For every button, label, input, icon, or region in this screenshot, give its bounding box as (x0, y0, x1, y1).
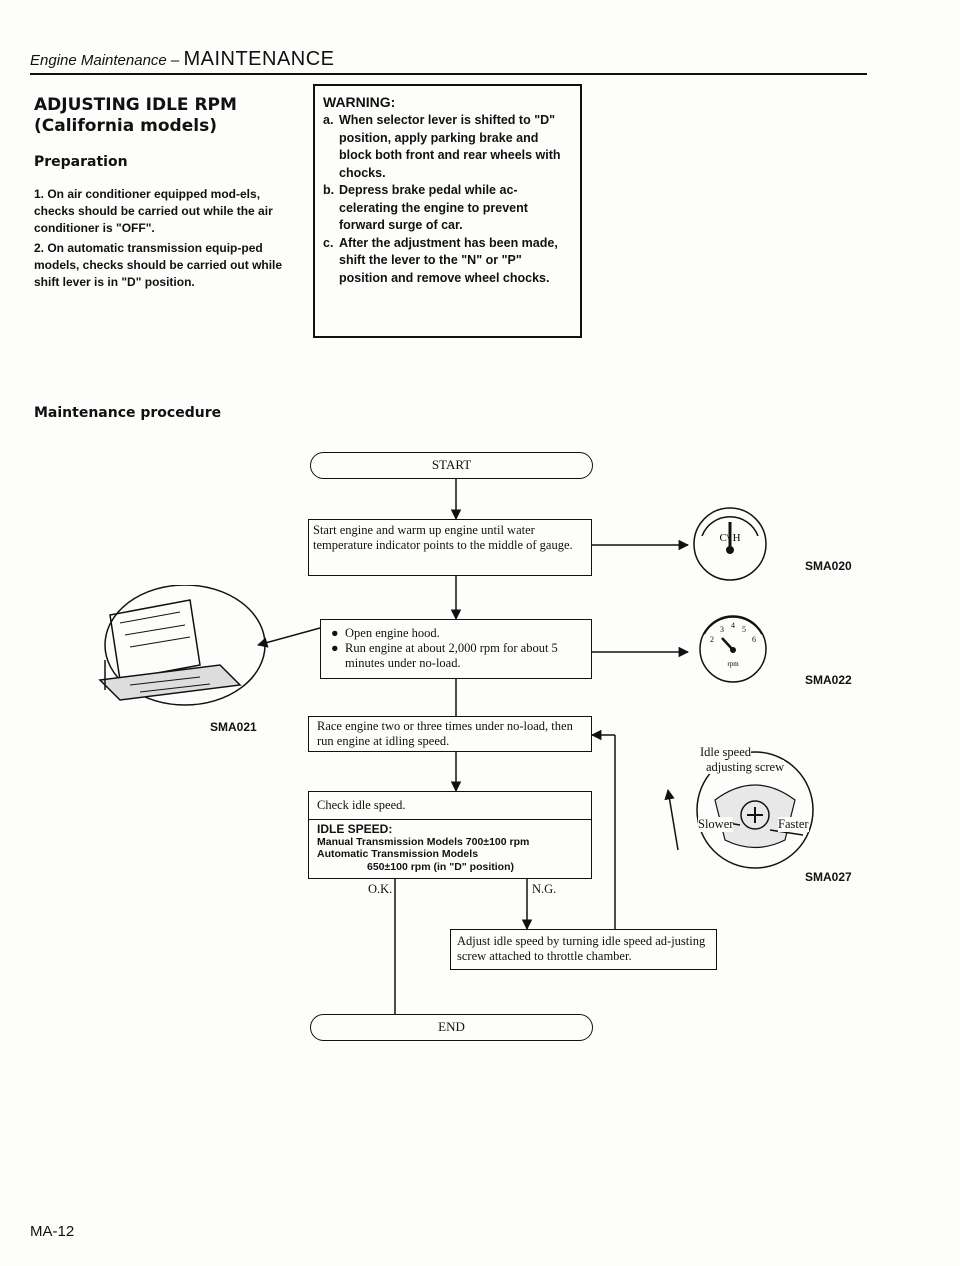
gauge-label: C\ H (719, 532, 740, 544)
warning-item-a: a. When selector lever is shifted to "D" … (323, 112, 572, 182)
flow-step-4-title: Check idle speed. (309, 792, 591, 820)
flow-step-2-item: ● Open engine hood. (331, 626, 585, 641)
header-section: Engine Maintenance – (30, 52, 180, 69)
flow-step-4: Check idle speed. IDLE SPEED: Manual Tra… (308, 791, 592, 879)
branch-ng-label: N.G. (532, 882, 557, 896)
engine-hood-illustration (98, 585, 266, 706)
connector-arrow (256, 627, 321, 648)
page-title: ADJUSTING IDLE RPM (California models) (34, 95, 237, 137)
warning-box: WARNING: a. When selector lever is shifte… (313, 84, 582, 338)
page-number: MA-12 (30, 1223, 75, 1240)
connector-arrow (664, 788, 679, 851)
warning-text: After the adjustment has been made, shif… (339, 235, 558, 285)
figure-code-sma022: SMA022 (805, 673, 852, 687)
spec-label: IDLE SPEED: (317, 822, 393, 836)
flow-step-2-text: Open engine hood. (345, 626, 440, 640)
preparation-item-1: 1. On air conditioner equipped mod-els, … (34, 187, 273, 235)
flow-step-2-item: ● Run engine at about 2,000 rpm for about… (331, 641, 585, 671)
svg-text:5: 5 (742, 625, 746, 634)
flow-step-2-text: Run engine at about 2,000 rpm for about … (345, 641, 558, 670)
flow-start: START (310, 452, 593, 479)
screw-label-2: adjusting screw (706, 760, 785, 774)
flow-step-3: Race engine two or three times under no-… (308, 716, 592, 752)
svg-text:2: 2 (710, 635, 714, 644)
tach-unit: rpm (727, 660, 739, 668)
preparation-item-2: 2. On automatic transmission equip-ped m… (34, 241, 283, 289)
svg-text:6: 6 (752, 635, 756, 644)
warning-letter: a. (323, 113, 334, 127)
idle-speed-spec: IDLE SPEED: Manual Transmission Models 7… (309, 820, 591, 876)
slower-label: Slower (698, 817, 734, 832)
screw-label-1: Idle speed (700, 745, 752, 759)
svg-text:4: 4 (731, 621, 735, 630)
warning-text: Depress brake pedal while ac-celerating … (339, 183, 528, 232)
svg-text:3: 3 (720, 625, 724, 634)
figure-code-sma020: SMA020 (805, 559, 852, 573)
warning-text: When selector lever is shifted to "D" po… (339, 113, 561, 180)
warning-item-b: b. Depress brake pedal while ac-celeratin… (323, 182, 572, 235)
warning-letter: c. (323, 235, 334, 250)
header-title: MAINTENANCE (183, 48, 335, 70)
warning-item-c: c. After the adjustment has been made, sh… (323, 235, 572, 288)
temperature-gauge-icon: C\ H (693, 507, 767, 581)
spec-manual: Manual Transmission Models 700±100 rpm (317, 835, 530, 848)
figure-code-sma021: SMA021 (210, 720, 257, 734)
flow-step-2: ● Open engine hood. ● Run engine at about … (320, 619, 592, 679)
warning-letter: b. (323, 183, 335, 197)
warning-title: WARNING: (323, 94, 396, 110)
page-header: Engine Maintenance – MAINTENANCE (30, 48, 335, 71)
flow-step-1: Start engine and warm up engine until wa… (308, 519, 592, 576)
spec-automatic: Automatic Transmission Models (317, 848, 479, 860)
title-line2: (California models) (34, 116, 217, 136)
spec-automatic-value: 650±100 rpm (in "D" position) (367, 860, 514, 873)
flow-step-5: Adjust idle speed by turning idle speed … (450, 929, 717, 970)
title-line1: ADJUSTING IDLE RPM (34, 95, 237, 115)
bullet-icon: ● (331, 626, 339, 640)
header-rule (30, 73, 867, 75)
bullet-icon: ● (331, 641, 339, 655)
flow-end: END (310, 1014, 593, 1041)
preparation-heading: Preparation (34, 154, 128, 170)
figure-code-sma027: SMA027 (805, 870, 852, 884)
procedure-heading: Maintenance procedure (34, 405, 222, 421)
faster-label: Faster (778, 817, 809, 832)
branch-ok-label: O.K. (368, 882, 393, 896)
